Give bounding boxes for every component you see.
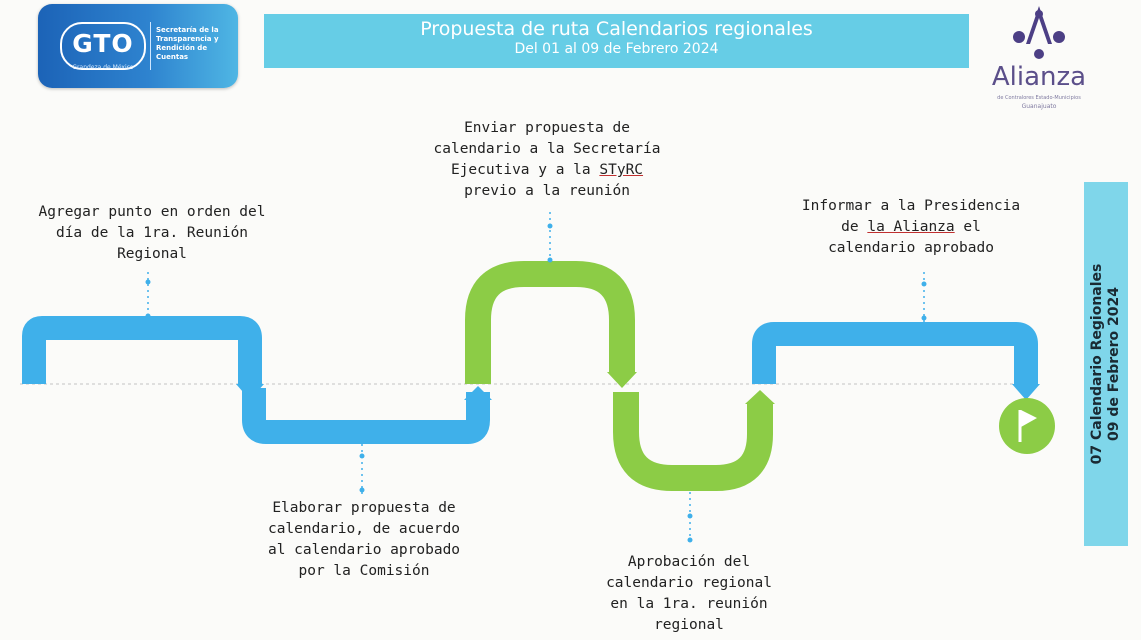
- gto-secretaria-name: Secretaría de la Transparencia y Rendici…: [156, 26, 219, 61]
- alianza-wordmark: Alianza: [991, 62, 1087, 92]
- route-segment-1: [22, 316, 262, 384]
- route-arrow-5: [1012, 384, 1040, 400]
- route-segment-5: [752, 322, 1038, 384]
- step-4-label: Aprobación del calendario regional en la…: [606, 554, 772, 633]
- route-segment-4: [613, 392, 773, 491]
- step-5-label: Informar a la Presidencia de la Alianza …: [801, 198, 1021, 256]
- route-arrow-4: [745, 390, 775, 404]
- route-arrow-2: [464, 386, 492, 400]
- alianza-state: Guanajuato: [1021, 103, 1057, 110]
- gto-divider: [150, 22, 151, 70]
- side-date-label: 07 Calendario Regionales 09 de Febrero 2…: [1089, 263, 1122, 465]
- step-2-label: Elaborar propuesta de calendario, de acu…: [267, 500, 461, 579]
- page-subtitle: Del 01 al 09 de Febrero 2024: [514, 41, 719, 57]
- gto-logo: GTO Grandeza de México Secretaría de la …: [38, 4, 238, 88]
- page-title: Propuesta de ruta Calendarios regionales: [420, 18, 813, 40]
- alianza-logo: Alianza de Contralores Estado-Municipios…: [986, 4, 1092, 114]
- connector-dot-1: [145, 279, 151, 285]
- route-arrow-3: [607, 372, 637, 388]
- gto-wordmark: GTO: [60, 22, 146, 70]
- gto-tagline: Grandeza de México: [72, 64, 134, 71]
- alianza-tagline: de Contralores Estado-Municipios: [997, 95, 1081, 101]
- route-segment-2: [242, 388, 490, 444]
- alianza-emblem-icon: [1013, 6, 1065, 59]
- flag-icon: [999, 398, 1055, 454]
- side-date-band: 07 Calendario Regionales 09 de Febrero 2…: [1084, 182, 1128, 546]
- route-segment-3: [465, 261, 635, 384]
- step-3-label: Enviar propuesta de calendario a la Secr…: [433, 120, 661, 199]
- step-1-label: Agregar punto en orden del día de la 1ra…: [38, 204, 266, 262]
- header-banner: Propuesta de ruta Calendarios regionales…: [264, 14, 969, 68]
